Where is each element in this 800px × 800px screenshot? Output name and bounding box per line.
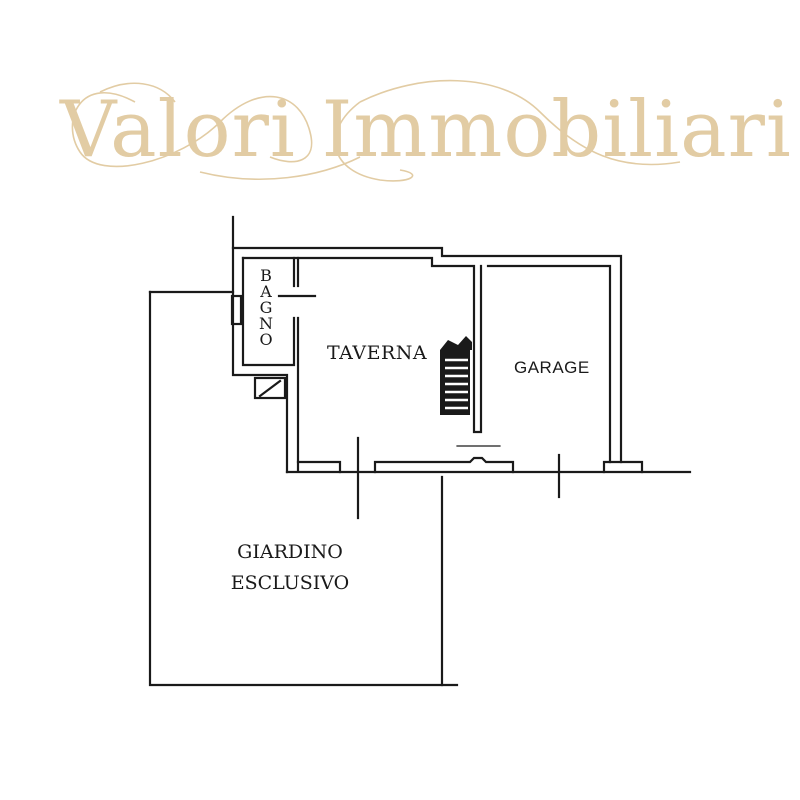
room-label-garage: GARAGE <box>514 358 590 377</box>
bagno-wall <box>241 256 296 367</box>
room-label-taverna: TAVERNA <box>327 342 428 364</box>
giardino-label-line2: ESCLUSIVO <box>230 572 350 594</box>
logo-text: Valori Immobiliari <box>60 85 792 175</box>
room-label-giardino: GIARDINO ESCLUSIVO <box>200 537 380 599</box>
garden-boundary <box>148 290 459 687</box>
logo-flourish-icon <box>71 79 681 182</box>
outer-wall-top <box>231 215 623 464</box>
brand-logo: Valori Immobiliari <box>60 62 792 192</box>
giardino-label-line1: GIARDINO <box>237 541 343 563</box>
room-label-bagno: BAGNO <box>259 266 273 349</box>
staircase-icon <box>440 336 472 415</box>
